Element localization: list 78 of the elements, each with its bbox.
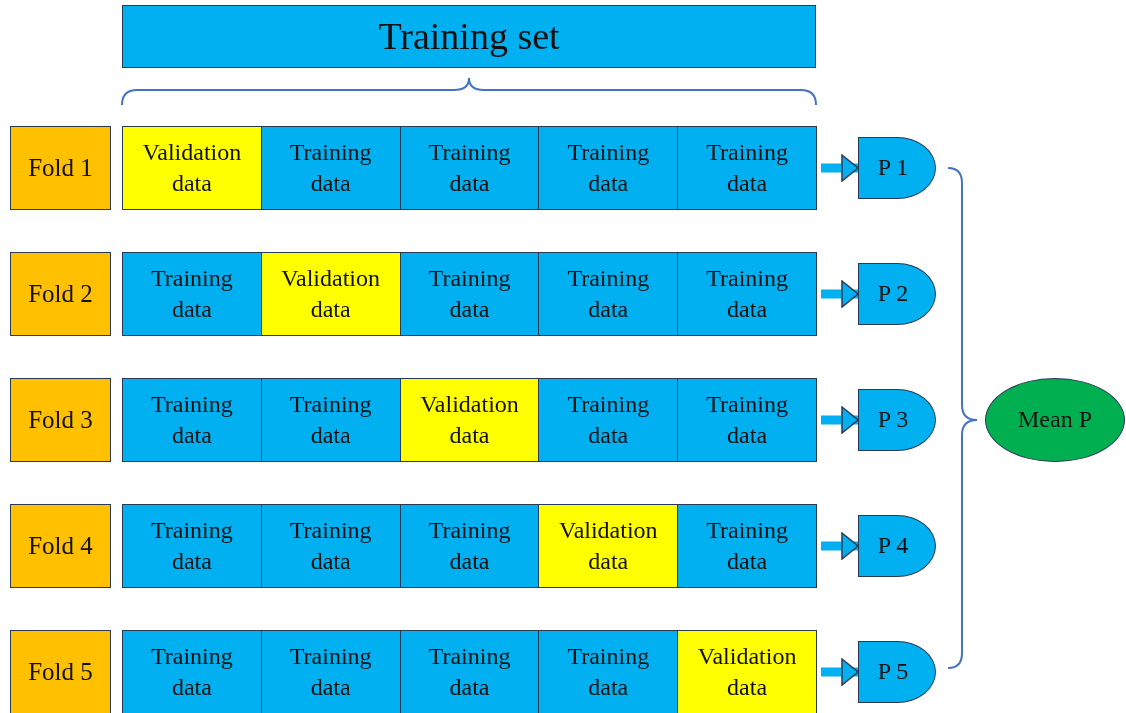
- data-cell: [538, 504, 679, 588]
- node-label: Training data: [150, 515, 234, 576]
- node-label: Validation data: [419, 389, 520, 450]
- data-cell: [122, 504, 262, 588]
- data-cell: [538, 252, 679, 336]
- node-label: P 5: [877, 657, 909, 687]
- result-shape: [858, 641, 936, 703]
- node-label: Training set: [378, 13, 560, 59]
- data-cell: [122, 378, 262, 462]
- node-label: Validation data: [557, 515, 659, 576]
- block-arrow: [821, 658, 859, 686]
- data-cell: [399, 378, 540, 462]
- data-cell: [538, 126, 679, 210]
- node-label: Training data: [427, 515, 512, 576]
- node-label: Training data: [150, 641, 234, 702]
- result-shape: [858, 515, 936, 577]
- node-label: P 4: [877, 531, 909, 561]
- data-cell: [260, 630, 401, 713]
- node-label: Training data: [566, 641, 651, 702]
- data-cell: [260, 252, 401, 336]
- node-label: Fold 5: [28, 656, 93, 687]
- node-label: Training data: [705, 263, 789, 324]
- data-cell: [399, 252, 540, 336]
- node-label: Training data: [150, 389, 234, 450]
- title-box: [122, 5, 816, 68]
- data-cell: [538, 378, 679, 462]
- data-cell: [260, 378, 401, 462]
- data-cell: [677, 126, 817, 210]
- node-label: Fold 2: [28, 278, 93, 309]
- data-cell: [260, 126, 401, 210]
- data-cell: [122, 126, 262, 210]
- data-cell: [399, 630, 540, 713]
- node-label: Training data: [288, 137, 373, 198]
- fold-box: [10, 630, 111, 713]
- node-label: P 2: [877, 279, 909, 309]
- block-arrow: [821, 280, 859, 308]
- fold-box: [10, 504, 111, 588]
- node-label: Training data: [288, 389, 373, 450]
- node-label: Validation data: [280, 263, 381, 324]
- data-cell: [538, 630, 679, 713]
- fold-box: [10, 378, 111, 462]
- block-arrow: [821, 154, 859, 182]
- data-cell: [677, 378, 817, 462]
- result-shape: [858, 263, 936, 325]
- node-label: Training data: [427, 137, 512, 198]
- node-label: Training data: [150, 263, 234, 324]
- node-label: Training data: [705, 137, 789, 198]
- block-arrow: [821, 532, 859, 560]
- data-cell: [122, 252, 262, 336]
- node-label: Training data: [427, 641, 512, 702]
- data-cell: [677, 630, 817, 713]
- data-cell: [399, 126, 540, 210]
- node-label: Training data: [427, 263, 512, 324]
- node-label: Validation data: [141, 137, 243, 198]
- node-label: Validation data: [696, 641, 798, 702]
- node-label: Training data: [566, 389, 651, 450]
- data-cell: [122, 630, 262, 713]
- data-cell: [399, 504, 540, 588]
- result-shape: [858, 389, 936, 451]
- node-label: P 1: [877, 153, 909, 183]
- node-label: Fold 1: [28, 152, 93, 183]
- node-label: Mean P: [1018, 405, 1092, 435]
- node-label: Fold 3: [28, 404, 93, 435]
- fold-box: [10, 252, 111, 336]
- data-cell: [260, 504, 401, 588]
- node-label: Training data: [705, 515, 789, 576]
- node-label: Training data: [288, 515, 373, 576]
- node-label: Training data: [288, 641, 373, 702]
- data-cell: [677, 252, 817, 336]
- node-label: Training data: [705, 389, 789, 450]
- node-label: Fold 4: [28, 530, 93, 561]
- block-arrow: [821, 406, 859, 434]
- node-label: P 3: [877, 405, 909, 435]
- fold-box: [10, 126, 111, 210]
- result-shape: [858, 137, 936, 199]
- node-label: Training data: [566, 263, 651, 324]
- data-cell: [677, 504, 817, 588]
- node-label: Training data: [566, 137, 651, 198]
